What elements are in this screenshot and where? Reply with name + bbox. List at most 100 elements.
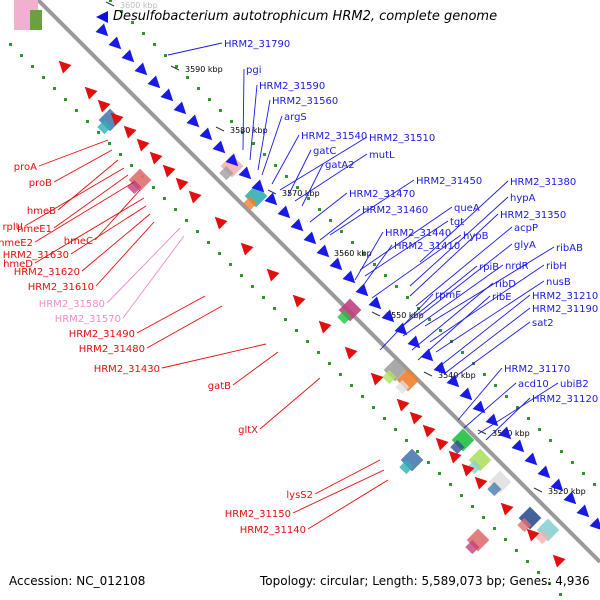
reverse-gene-label[interactable]: HRM2_31580 <box>39 299 105 310</box>
ruler-label: 3580 kbp <box>230 126 268 135</box>
reverse-gene-label[interactable]: rplU <box>2 222 23 233</box>
leader-line <box>232 351 279 386</box>
leader-line <box>443 307 531 375</box>
ruler-label: 3600 kbp <box>120 1 158 10</box>
forward-gene-label[interactable]: HRM2_31350 <box>500 210 566 221</box>
forward-gene-label[interactable]: HRM2_31410 <box>394 241 460 252</box>
forward-gene-label[interactable]: nrdR <box>505 261 529 272</box>
forward-gene-label[interactable]: HRM2_31120 <box>532 394 598 405</box>
forward-strand-icon <box>96 11 108 23</box>
leader-line <box>359 244 393 291</box>
forward-gene-label[interactable]: ribH <box>546 261 567 272</box>
forward-gene-label[interactable]: ubiB2 <box>560 379 589 390</box>
forward-gene-label[interactable]: HRM2_31790 <box>224 39 290 50</box>
forward-gene-label[interactable]: argS <box>284 112 307 123</box>
leader-line <box>314 459 381 495</box>
forward-gene-label[interactable]: HRM2_31510 <box>369 133 435 144</box>
leader-line <box>399 265 478 329</box>
leader-line <box>161 343 267 369</box>
forward-gene-label[interactable]: queA <box>454 203 480 214</box>
leader-line <box>53 149 113 183</box>
forward-gene-label[interactable]: rpiB <box>479 262 499 273</box>
reverse-gene-label[interactable]: HRM2_31430 <box>94 364 160 375</box>
reverse-gene-label[interactable]: HRM2_31630 <box>3 250 69 261</box>
reverse-gene-label[interactable]: hmeE1 <box>17 224 52 235</box>
reverse-gene-label[interactable]: proB <box>29 178 52 189</box>
leader-line <box>292 469 385 514</box>
leader-line <box>415 226 513 307</box>
forward-gene-label[interactable]: glyA <box>514 240 536 251</box>
forward-gene-label[interactable]: rpmF <box>435 290 461 301</box>
forward-gene-label[interactable]: HRM2_31560 <box>272 96 338 107</box>
forward-gene-label[interactable]: hypB <box>463 231 489 242</box>
reverse-gene-label[interactable]: hmeE2 <box>0 238 33 249</box>
reverse-gene-label[interactable]: HRM2_31610 <box>28 282 94 293</box>
forward-gene-label[interactable]: HRM2_31210 <box>532 291 598 302</box>
ruler-label: 3560 kbp <box>334 249 372 258</box>
forward-gene-label[interactable]: HRM2_31470 <box>349 189 415 200</box>
leader-line <box>402 264 504 337</box>
ruler-label: 3530 kbp <box>492 429 530 438</box>
gc-skew-track <box>9 0 596 596</box>
reverse-gene-label[interactable]: HRM2_31570 <box>55 314 121 325</box>
forward-gene-label[interactable]: HRM2_31440 <box>385 228 451 239</box>
forward-gene-label[interactable]: acpP <box>514 223 538 234</box>
leader-line <box>34 181 135 243</box>
forward-gene-label[interactable]: ribAB <box>556 243 583 254</box>
forward-gene-label[interactable]: tgt <box>450 217 464 228</box>
forward-gene-label[interactable]: HRM2_31540 <box>301 131 367 142</box>
leader-line <box>257 99 271 171</box>
ruler-label: 3550 kbp <box>386 311 424 320</box>
leader-line <box>70 205 147 255</box>
leader-line <box>301 163 324 207</box>
forward-gene-label[interactable]: sat2 <box>532 318 554 329</box>
forward-gene-label[interactable]: HRM2_31590 <box>259 81 325 92</box>
reverse-gene-label[interactable]: lysS2 <box>286 490 313 501</box>
reverse-gene-label[interactable]: proA <box>14 162 37 173</box>
leader-line <box>435 280 545 353</box>
leader-line <box>419 243 513 317</box>
reverse-gene-label[interactable]: hmeB <box>27 206 56 217</box>
reverse-gene-label[interactable]: HRM2_31480 <box>79 344 145 355</box>
leader-line <box>95 221 155 287</box>
reverse-gene-label[interactable]: gltX <box>238 425 258 436</box>
leader-line <box>409 196 509 287</box>
leader-line <box>261 115 283 176</box>
reverse-gene-label[interactable]: hmeD <box>3 259 33 270</box>
forward-gene-label[interactable]: ribE <box>492 292 512 303</box>
forward-gene-label[interactable]: hypA <box>510 193 536 204</box>
leader-line <box>417 295 491 361</box>
forward-gene-label[interactable]: gatC <box>313 146 336 157</box>
forward-gene-label[interactable]: HRM2_31190 <box>532 304 598 315</box>
leader-line <box>309 192 348 223</box>
reverse-gene-label[interactable]: hmeC <box>64 236 93 247</box>
leader-line <box>364 220 449 277</box>
forward-gene-label[interactable]: acd10 <box>518 379 549 390</box>
reverse-gene-label[interactable]: HRM2_31620 <box>14 267 80 278</box>
leader-line <box>354 231 384 281</box>
reverse-gene-label[interactable]: HRM2_31150 <box>225 509 291 520</box>
forward-gene-label[interactable]: mutL <box>369 150 395 161</box>
forward-gene-label[interactable]: pgi <box>246 65 261 76</box>
leader-line <box>259 377 321 430</box>
label-leader-lines <box>24 42 559 530</box>
reverse-gene-label[interactable]: gatB <box>208 381 231 392</box>
reverse-gene-label[interactable]: HRM2_31140 <box>240 525 306 536</box>
leader-line <box>106 227 181 304</box>
leader-line <box>122 235 185 319</box>
forward-gene-label[interactable]: HRM2_31170 <box>504 364 570 375</box>
forward-gene-label[interactable]: HRM2_31450 <box>416 176 482 187</box>
forward-gene-label[interactable]: gatA2 <box>325 160 355 171</box>
forward-gene-label[interactable]: ribD <box>495 279 516 290</box>
topology-summary: Topology: circular; Length: 5,589,073 bp… <box>260 574 590 588</box>
leader-line <box>81 213 151 272</box>
forward-gene-label[interactable]: nusB <box>546 277 571 288</box>
reverse-gene-label[interactable]: HRM2_31490 <box>69 329 135 340</box>
forward-gene-label[interactable]: HRM2_31380 <box>510 177 576 188</box>
leader-line <box>457 367 503 421</box>
forward-gene-label[interactable]: HRM2_31460 <box>362 205 428 216</box>
leader-line <box>329 179 415 236</box>
ruler-label: 3520 kbp <box>548 487 586 496</box>
